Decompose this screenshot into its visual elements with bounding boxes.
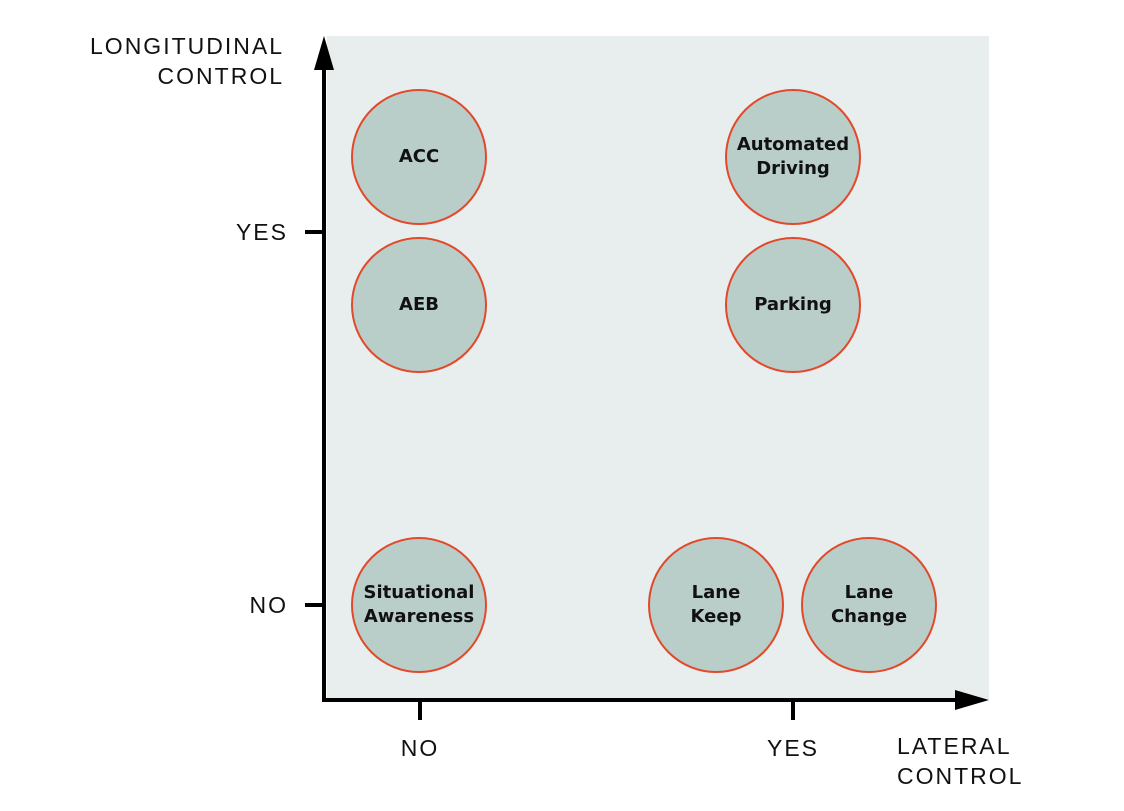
x-axis-title-line2: CONTROL <box>897 763 1024 789</box>
feature-circle-automated-driving: Automated Driving <box>725 89 861 225</box>
x-tick-label-yes: YES <box>766 735 820 761</box>
y-axis-title-line2: CONTROL <box>157 63 284 89</box>
x-tick-label-no: NO <box>400 735 440 761</box>
feature-circle-aeb: AEB <box>351 237 487 373</box>
feature-circle-situational-awareness: Situational Awareness <box>351 537 487 673</box>
x-axis-title-line1: LATERAL <box>897 733 1012 759</box>
feature-circle-parking: Parking <box>725 237 861 373</box>
y-axis-arrow <box>314 36 334 70</box>
feature-circle-acc: ACC <box>351 89 487 225</box>
y-axis-title: LONGITUDINAL CONTROL <box>0 31 284 91</box>
feature-circle-lane-keep: Lane Keep <box>648 537 784 673</box>
x-axis-title: LATERAL CONTROL <box>897 731 1097 791</box>
x-axis-arrow <box>955 690 989 710</box>
y-axis-title-line1: LONGITUDINAL <box>90 33 284 59</box>
y-tick-label-no: NO <box>249 592 288 618</box>
y-tick-label-yes: YES <box>235 219 288 245</box>
feature-circle-lane-change: Lane Change <box>801 537 937 673</box>
